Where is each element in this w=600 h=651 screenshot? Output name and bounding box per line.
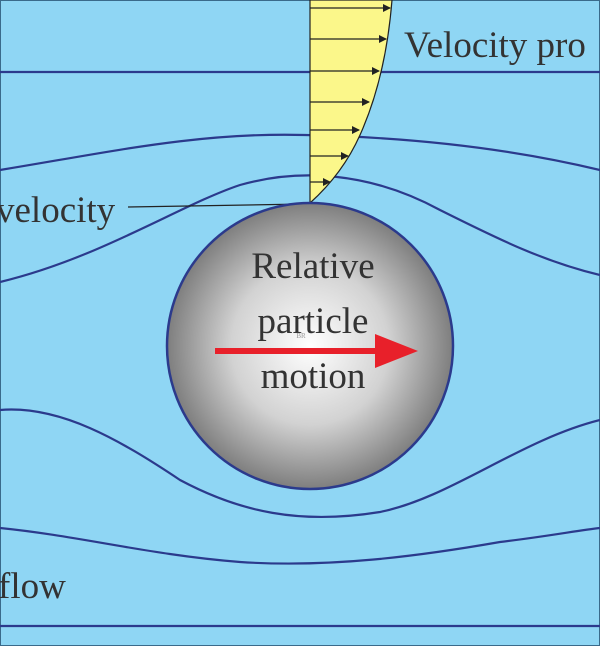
velocity-leader-line — [127, 203, 306, 208]
particle-label-line3: motion — [261, 356, 366, 397]
streamline-4 — [0, 408, 600, 519]
flow-label: flow — [0, 566, 66, 607]
streamline-5 — [0, 526, 600, 565]
velocity-profile-label: Velocity pro — [404, 25, 586, 66]
particle-sphere — [165, 201, 455, 491]
streamline-2 — [0, 133, 600, 172]
velocity-profile — [309, 0, 393, 205]
arrow-head — [375, 334, 418, 368]
particle-label-line1: Relative — [251, 246, 374, 287]
particle-label-line2: particle — [258, 301, 369, 342]
watermark-text: BR — [296, 332, 306, 340]
relative-motion-arrow — [215, 334, 418, 368]
velocity-label: velocity — [0, 190, 116, 231]
